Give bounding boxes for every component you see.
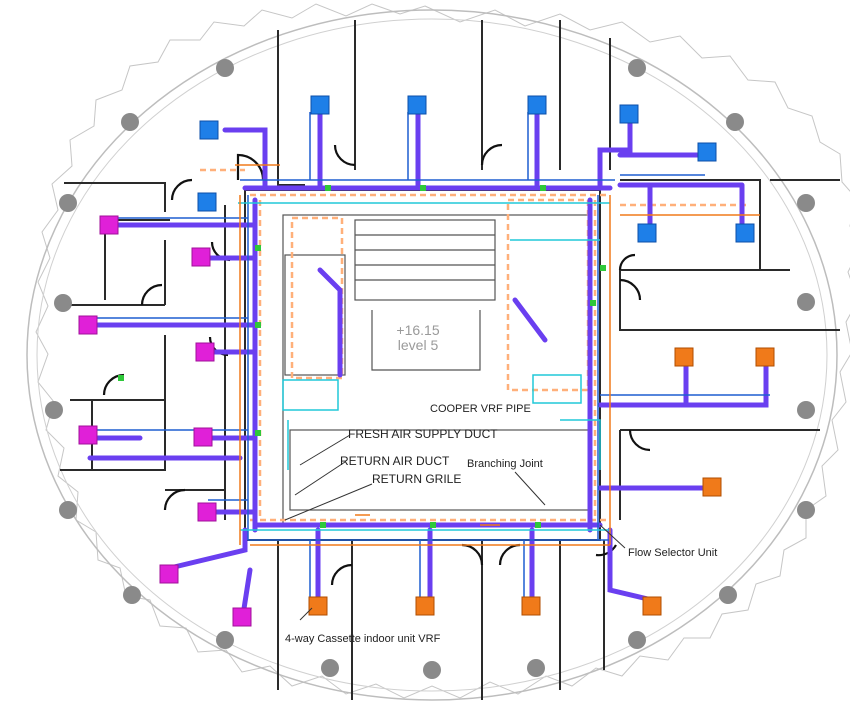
indoor-unit — [674, 347, 694, 367]
label-flow-selector-unit: Flow Selector Unit — [628, 547, 718, 559]
level-name: level 5 — [397, 336, 439, 353]
blue-units — [197, 95, 755, 243]
return-ducts — [235, 164, 760, 546]
indoor-unit — [310, 95, 330, 115]
indoor-unit — [619, 104, 639, 124]
indoor-unit — [521, 596, 541, 616]
label-cassette-unit: 4-way Cassette indoor unit VRF — [285, 633, 441, 645]
indoor-unit — [191, 247, 211, 267]
indoor-unit — [78, 315, 98, 335]
indoor-unit — [199, 120, 219, 140]
indoor-unit — [702, 477, 722, 497]
indoor-unit — [735, 223, 755, 243]
doors — [102, 143, 651, 586]
indoor-unit — [232, 607, 252, 627]
cyan-pipes — [238, 202, 610, 531]
indoor-unit — [197, 192, 217, 212]
label-branching-joint: Branching Joint — [467, 458, 543, 470]
level-label: +16.15 level 5 — [383, 323, 453, 352]
facade-zigzag — [35, 3, 850, 699]
supply-ducts — [85, 109, 769, 618]
facade-inner-ring — [26, 9, 838, 701]
indoor-unit — [195, 342, 215, 362]
green-markers — [118, 185, 606, 528]
indoor-unit — [407, 95, 427, 115]
label-cooper-vrf-pipe: COOPER VRF PIPE — [430, 403, 531, 415]
label-return-air-duct: RETURN AIR DUCT — [340, 454, 450, 468]
indoor-unit — [193, 427, 213, 447]
label-return-grile: RETURN GRILE — [372, 472, 462, 486]
indoor-unit — [755, 347, 775, 367]
indoor-unit — [159, 564, 179, 584]
facade-slab-edge — [36, 18, 828, 692]
orange-units — [308, 347, 775, 616]
indoor-unit — [78, 425, 98, 445]
columns — [45, 59, 815, 679]
indoor-unit — [637, 223, 657, 243]
indoor-unit — [99, 215, 119, 235]
leader-lines — [284, 434, 626, 621]
facade — [26, 3, 850, 701]
indoor-unit — [697, 142, 717, 162]
indoor-unit — [415, 596, 435, 616]
label-fresh-air-supply-duct: FRESH AIR SUPPLY DUCT — [348, 427, 498, 441]
indoor-unit — [197, 502, 217, 522]
magenta-units — [78, 215, 252, 627]
indoor-unit — [642, 596, 662, 616]
indoor-unit — [308, 596, 328, 616]
level-elevation: +16.15 — [396, 322, 440, 338]
refrigerant-pipes — [90, 112, 770, 608]
indoor-unit — [527, 95, 547, 115]
